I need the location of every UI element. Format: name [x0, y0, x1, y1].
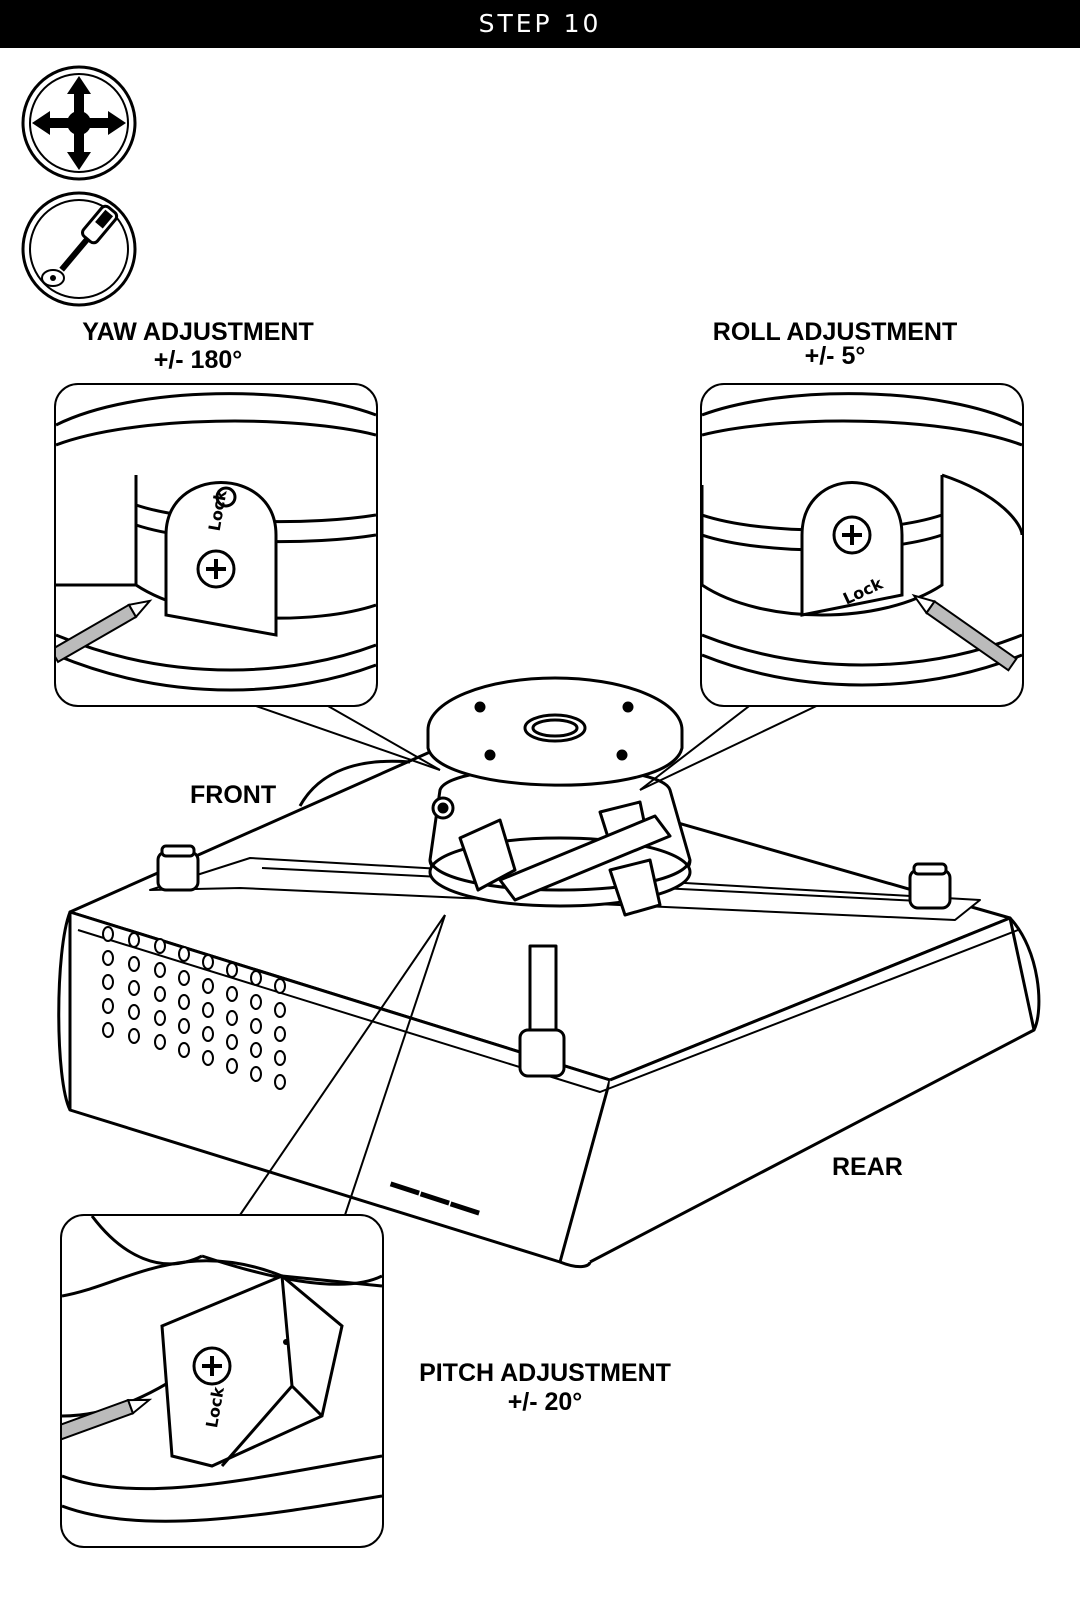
yaw-adjustment-callout: Lock [54, 383, 378, 707]
yaw-adjustment-range: +/- 180° [153, 346, 243, 374]
roll-adjustment-callout: Lock [700, 383, 1024, 707]
roll-adjustment-range: +/- 5° [804, 342, 866, 370]
move-arrows-icon [21, 65, 137, 181]
pitch-adjustment-range: +/- 20° [507, 1388, 583, 1416]
screwdriver-icon [21, 191, 137, 307]
yaw-adjustment-title: YAW ADJUSTMENT [82, 318, 314, 346]
roll-adjustment-title: ROLL ADJUSTMENT [712, 318, 958, 346]
pitch-adjustment-callout: Lock [60, 1214, 384, 1548]
header-bar [0, 0, 1080, 48]
pitch-adjustment-title: PITCH ADJUSTMENT [419, 1359, 671, 1387]
front-label: FRONT [190, 781, 277, 809]
rear-label: REAR [832, 1153, 903, 1181]
step-title: STEP 10 [478, 9, 602, 38]
